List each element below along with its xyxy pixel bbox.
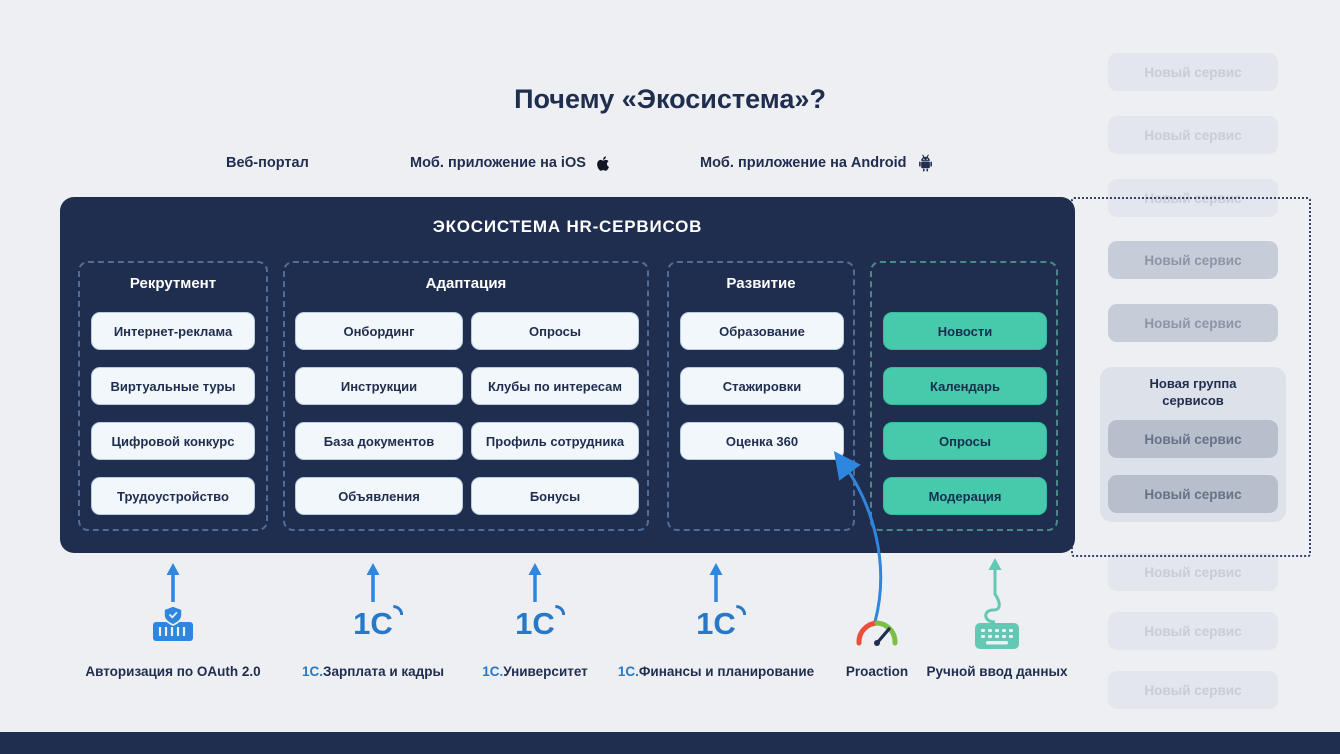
source-label-oauth: Авторизация по OAuth 2.0 (85, 664, 260, 679)
arrow-up-zup (364, 562, 382, 607)
ecosystem-title: ЭКОСИСТЕМА HR-СЕРВИСОВ (432, 217, 703, 236)
1c-logo-flag (735, 605, 746, 615)
proaction-gauge-icon (852, 614, 902, 653)
1c-logo-finance-icon: 1С (696, 605, 746, 641)
arrow-up-manual-input (975, 556, 1015, 631)
service-onbording[interactable]: Онбординг (295, 312, 463, 350)
new-service-button-2[interactable]: Новый сервис (1108, 304, 1278, 342)
1c-prefix: 1С. (302, 664, 324, 679)
arrow-up-oauth (164, 562, 182, 607)
service-virtualnye-tury[interactable]: Виртуальные туры (91, 367, 255, 405)
platform-android-label: Моб. приложение на Android (700, 155, 907, 171)
service-instrukcii[interactable]: Инструкции (295, 367, 463, 405)
source-label-text: Ручной ввод данных (926, 664, 1068, 679)
1c-logo-zup-icon: 1С (353, 605, 403, 641)
service-ocenka-360[interactable]: Оценка 360 (680, 422, 844, 460)
1c-logo-flag (554, 605, 565, 615)
oauth-icon (151, 605, 195, 655)
service-baza-dokumentov[interactable]: База документов (295, 422, 463, 460)
arrow-up-finance (707, 562, 725, 607)
group-adaptation: Адаптация Онбординг Инструкции База доку… (283, 261, 649, 531)
source-label-proaction: Proaction (846, 664, 908, 679)
service-internet-reklama[interactable]: Интернет-реклама (91, 312, 255, 350)
service-kluby-po-interesam[interactable]: Клубы по интересам (471, 367, 639, 405)
new-service-faded-2: Новый сервис (1108, 116, 1278, 154)
service-oprosy-adapt[interactable]: Опросы (471, 312, 639, 350)
1c-logo-text: 1С (696, 606, 736, 641)
new-service-faded-5: Новый сервис (1108, 612, 1278, 650)
1c-logo-text: 1С (353, 606, 393, 641)
source-label-1c-university: 1С.Университет (482, 664, 588, 679)
new-service-faded-4: Новый сервис (1108, 553, 1278, 591)
group-recruitment-title: Рекрутмент (129, 275, 217, 292)
1c-logo-university-icon: 1С (515, 605, 565, 641)
service-profil-sotrudnika[interactable]: Профиль сотрудника (471, 422, 639, 460)
new-service-group-button-1[interactable]: Новый сервис (1108, 420, 1278, 458)
service-oprosy-comm[interactable]: Опросы (883, 422, 1047, 460)
service-kalendar[interactable]: Календарь (883, 367, 1047, 405)
1c-logo-flag (392, 605, 403, 615)
keyboard-icon (974, 622, 1020, 655)
source-label-text: Proaction (845, 664, 909, 679)
platform-android: Моб. приложение на Android (700, 152, 935, 174)
new-service-group-button-2[interactable]: Новый сервис (1108, 475, 1278, 513)
source-label-text: Авторизация по OAuth 2.0 (85, 664, 261, 679)
service-stazhirovki[interactable]: Стажировки (680, 367, 844, 405)
service-moderaciya[interactable]: Модерация (883, 477, 1047, 515)
service-obyavleniya[interactable]: Объявления (295, 477, 463, 515)
service-novosti[interactable]: Новости (883, 312, 1047, 350)
source-label-text: Финансы и планирование (638, 664, 815, 679)
1c-prefix: 1С. (482, 664, 504, 679)
source-label-text: Зарплата и кадры (323, 664, 444, 679)
new-service-faded-3: Новый сервис (1108, 179, 1278, 217)
platform-web-label: Веб-портал (226, 155, 309, 171)
service-bonusy[interactable]: Бонусы (471, 477, 639, 515)
source-label-manual-input: Ручной ввод данных (926, 664, 1067, 679)
curved-arrow-proaction (800, 450, 900, 635)
1c-logo-text: 1С (515, 606, 555, 641)
new-service-faded-1: Новый сервис (1108, 53, 1278, 91)
android-icon (916, 153, 935, 173)
group-recruitment: Рекрутмент Интернет-реклама Виртуальные … (78, 261, 268, 531)
platform-web: Веб-портал (226, 152, 309, 174)
ecosystem-box: ЭКОСИСТЕМА HR-СЕРВИСОВ Рекрутмент Интерн… (60, 197, 1075, 553)
new-service-faded-6: Новый сервис (1108, 671, 1278, 709)
platform-ios-label: Моб. приложение на iOS (410, 155, 586, 171)
new-service-group-title: Новая группа сервисов (1149, 376, 1237, 408)
platform-ios: Моб. приложение на iOS (410, 152, 612, 174)
arrow-up-university (526, 562, 544, 607)
group-development-title: Развитие (726, 275, 796, 292)
apple-icon (595, 154, 612, 173)
service-trudoustrojstvo[interactable]: Трудоустройство (91, 477, 255, 515)
source-label-1c-zup: 1С.Зарплата и кадры (302, 664, 444, 679)
service-cifrovoj-konkurs[interactable]: Цифровой конкурс (91, 422, 255, 460)
1c-prefix: 1С. (617, 664, 639, 679)
group-communication: Новости Календарь Опросы Модерация (870, 261, 1058, 531)
service-obrazovanie[interactable]: Образование (680, 312, 844, 350)
bottom-bar (0, 732, 1340, 754)
group-adaptation-title: Адаптация (425, 275, 507, 292)
new-service-group: Новая группа сервисов Новый сервис Новый… (1100, 367, 1286, 522)
group-development: Развитие Образование Стажировки Оценка 3… (667, 261, 855, 531)
page-title: Почему «Экосистема»? (514, 84, 826, 114)
source-label-1c-finance: 1С.Финансы и планирование (618, 664, 814, 679)
source-label-text: Университет (503, 664, 588, 679)
new-service-button-1[interactable]: Новый сервис (1108, 241, 1278, 279)
